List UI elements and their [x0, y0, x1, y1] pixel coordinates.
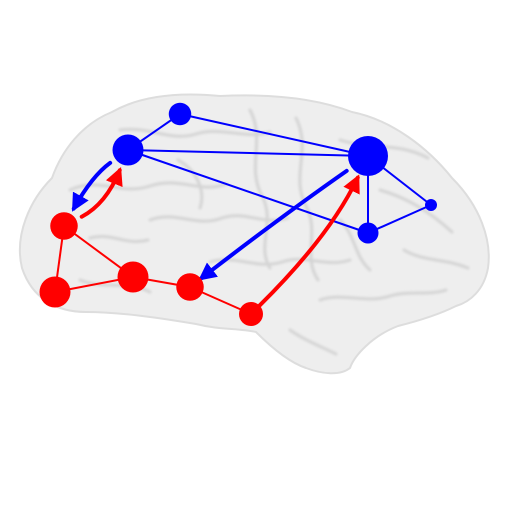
- brain-silhouette: [18, 93, 490, 375]
- brain-gyri: [68, 108, 470, 356]
- node-b5: [425, 199, 437, 211]
- node-r4: [176, 273, 204, 301]
- node-r1: [50, 212, 78, 240]
- node-b1: [168, 102, 192, 126]
- node-b2: [112, 134, 144, 166]
- directed-link-r1-to-b2: [79, 167, 123, 219]
- directed-link-b2-to-r1: [71, 160, 113, 212]
- node-r3: [117, 261, 149, 293]
- brain-image: [18, 93, 490, 375]
- edge-b2-b3: [127, 149, 369, 157]
- directed-links: [71, 160, 360, 308]
- directed-link-b3-to-r4: [198, 168, 349, 281]
- edge-b4-b5: [367, 204, 432, 234]
- edge-b2-b4: [127, 149, 369, 234]
- node-b3: [348, 136, 388, 176]
- edge-b1-b3: [179, 113, 369, 157]
- node-b4: [357, 222, 379, 244]
- directed-link-r5-to-b3: [257, 174, 360, 308]
- node-r2: [39, 276, 71, 308]
- node-r5: [239, 302, 263, 326]
- network-nodes: [39, 102, 437, 326]
